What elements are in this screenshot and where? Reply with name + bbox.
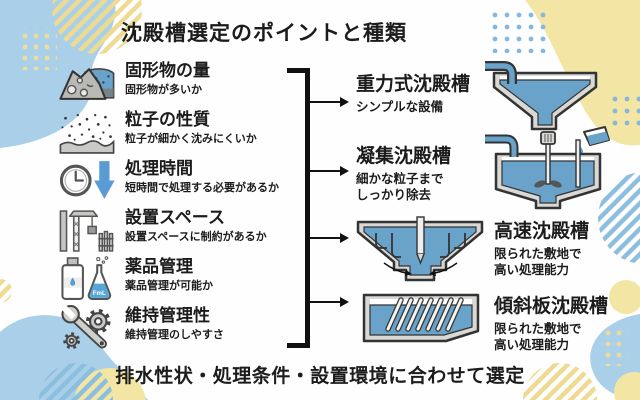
- point-heading: 粒子の性質: [125, 110, 210, 129]
- bottom-right-striped-circle: [523, 363, 597, 400]
- bottom-left-striped-circle: [39, 363, 113, 400]
- wrench-gears-icon: [58, 305, 116, 350]
- arrow-right-icon: [307, 97, 349, 107]
- crane-site-icon: [58, 207, 116, 252]
- bottom-right-yellow-circle: [614, 372, 640, 400]
- arrow-right-icon: [307, 297, 349, 307]
- left-edge-striped-circle: [0, 279, 12, 303]
- point-row-chemicals: FmL 薬品管理 薬品管理が可能か: [58, 256, 279, 305]
- solids-mound-icon: [58, 60, 116, 105]
- tank-heading: 凝集沈殿槽: [356, 146, 452, 167]
- point-row-space: 設置スペース 設置スペースに制約があるか: [58, 207, 279, 256]
- selection-points-list: 固形物の量 固形物が多いか 粒子: [58, 60, 279, 354]
- point-row-particles: 粒子の性質 粒子が細かく沈みにくいか: [58, 109, 279, 158]
- point-heading: 薬品管理: [125, 257, 193, 276]
- point-heading: 維持管理性: [125, 306, 210, 325]
- top-left-yellow-dots: [17, 27, 57, 70]
- right-yellow-circle: [609, 280, 640, 314]
- grouping-bracket: [287, 68, 310, 348]
- chemical-bottle-flask-icon: FmL: [58, 256, 116, 301]
- top-left-striped-circle: [52, 0, 142, 54]
- point-desc: 維持管理のしやすさ: [125, 329, 224, 341]
- tank-desc-line2: 高い処理能力: [494, 263, 570, 277]
- arrow-right-icon: [307, 233, 349, 243]
- tank-row-inclined-plate: 傾斜板沈殿槽 限られた敷地で 高い処理能力: [494, 296, 608, 353]
- inclined-plate-tank-icon: [362, 293, 480, 343]
- point-row-time: 処理時間 短時間で処理する必要があるか: [58, 158, 279, 207]
- arrow-right-icon: [307, 166, 349, 176]
- tank-desc-line2: 高い処理能力: [494, 338, 570, 352]
- point-desc: 短時間で処理する必要があるか: [125, 182, 279, 194]
- point-heading: 固形物の量: [125, 61, 210, 80]
- right-striped-circle: [598, 172, 640, 264]
- point-desc: 固形物が多いか: [125, 84, 202, 96]
- right-blue-dots: [606, 96, 640, 129]
- tank-desc: 細かな粒子まで: [356, 172, 444, 186]
- tank-desc: シンプルな設備: [356, 100, 444, 114]
- point-row-maintenance: 維持管理性 維持管理のしやすさ: [58, 305, 279, 354]
- coagulation-tank-icon: [485, 126, 610, 210]
- point-heading: 設置スペース: [125, 208, 225, 227]
- top-right-blue-dots: [489, 8, 547, 53]
- high-speed-tank-icon: [356, 216, 484, 282]
- tank-row-coagulation: 凝集沈殿槽 細かな粒子まで しっかり除去: [356, 146, 451, 203]
- point-desc: 設置スペースに制約があるか: [125, 231, 267, 243]
- tank-desc-line2: しっかり除去: [356, 188, 432, 202]
- clock-down-arrow-icon: [58, 158, 116, 203]
- point-heading: 処理時間: [125, 159, 193, 178]
- tank-row-gravity: 重力式沈殿槽 シンプルな設備: [356, 74, 470, 115]
- gravity-tank-icon: [485, 61, 598, 131]
- svg-text:FmL: FmL: [93, 290, 106, 297]
- page-title: 沈殿槽選定のポイントと種類: [121, 22, 407, 45]
- point-row-solids: 固形物の量 固形物が多いか: [58, 60, 279, 109]
- point-desc: 粒子が細かく沈みにくいか: [125, 133, 257, 145]
- tank-heading: 重力式沈殿槽: [356, 74, 471, 95]
- tank-heading: 高速沈殿槽: [494, 221, 590, 242]
- tank-heading: 傾斜板沈殿槽: [494, 296, 609, 317]
- tank-desc: 限られた敷地で: [494, 247, 582, 261]
- point-desc: 薬品管理が可能か: [125, 280, 213, 292]
- tank-row-high-speed: 高速沈殿槽 限られた敷地で 高い処理能力: [494, 221, 589, 278]
- tank-desc: 限られた敷地で: [494, 322, 582, 336]
- fine-particles-icon: [58, 109, 116, 154]
- footer-conclusion: 排水性状・処理条件・設置環境に合わせて選定: [115, 366, 525, 387]
- bottom-right-yellow-dots: [602, 330, 628, 366]
